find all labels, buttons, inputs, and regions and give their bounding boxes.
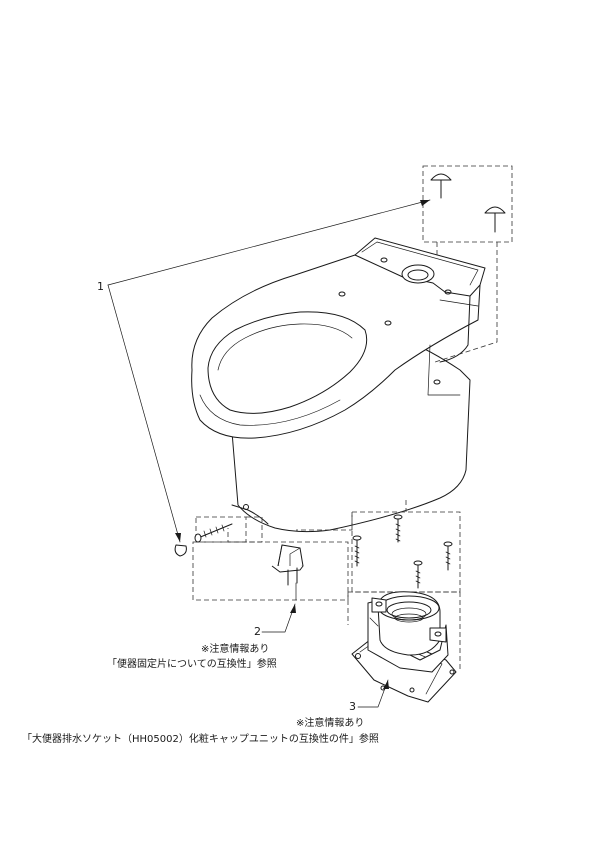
callout-2-note: ※注意情報あり bbox=[201, 644, 270, 655]
callout-3-note: ※注意情報あり bbox=[296, 718, 365, 729]
anchor-bolt bbox=[174, 516, 247, 557]
bolt-caps bbox=[422, 165, 513, 243]
toilet-bowl bbox=[191, 237, 486, 533]
callout-3-reference: 「大便器排水ソケット（HH05002）化粧キャップユニットの互換性の件」参照 bbox=[22, 734, 379, 745]
drain-socket bbox=[347, 591, 461, 703]
floor-fixing-bracket bbox=[192, 516, 349, 601]
callout-2-number: 2 bbox=[254, 625, 261, 638]
callout-1-number: 1 bbox=[97, 280, 104, 293]
callout-2-reference: 「便器固定片についての互換性」参照 bbox=[107, 659, 277, 670]
callout-3-number: 3 bbox=[349, 700, 356, 713]
callout-1-leaders bbox=[107, 199, 431, 543]
